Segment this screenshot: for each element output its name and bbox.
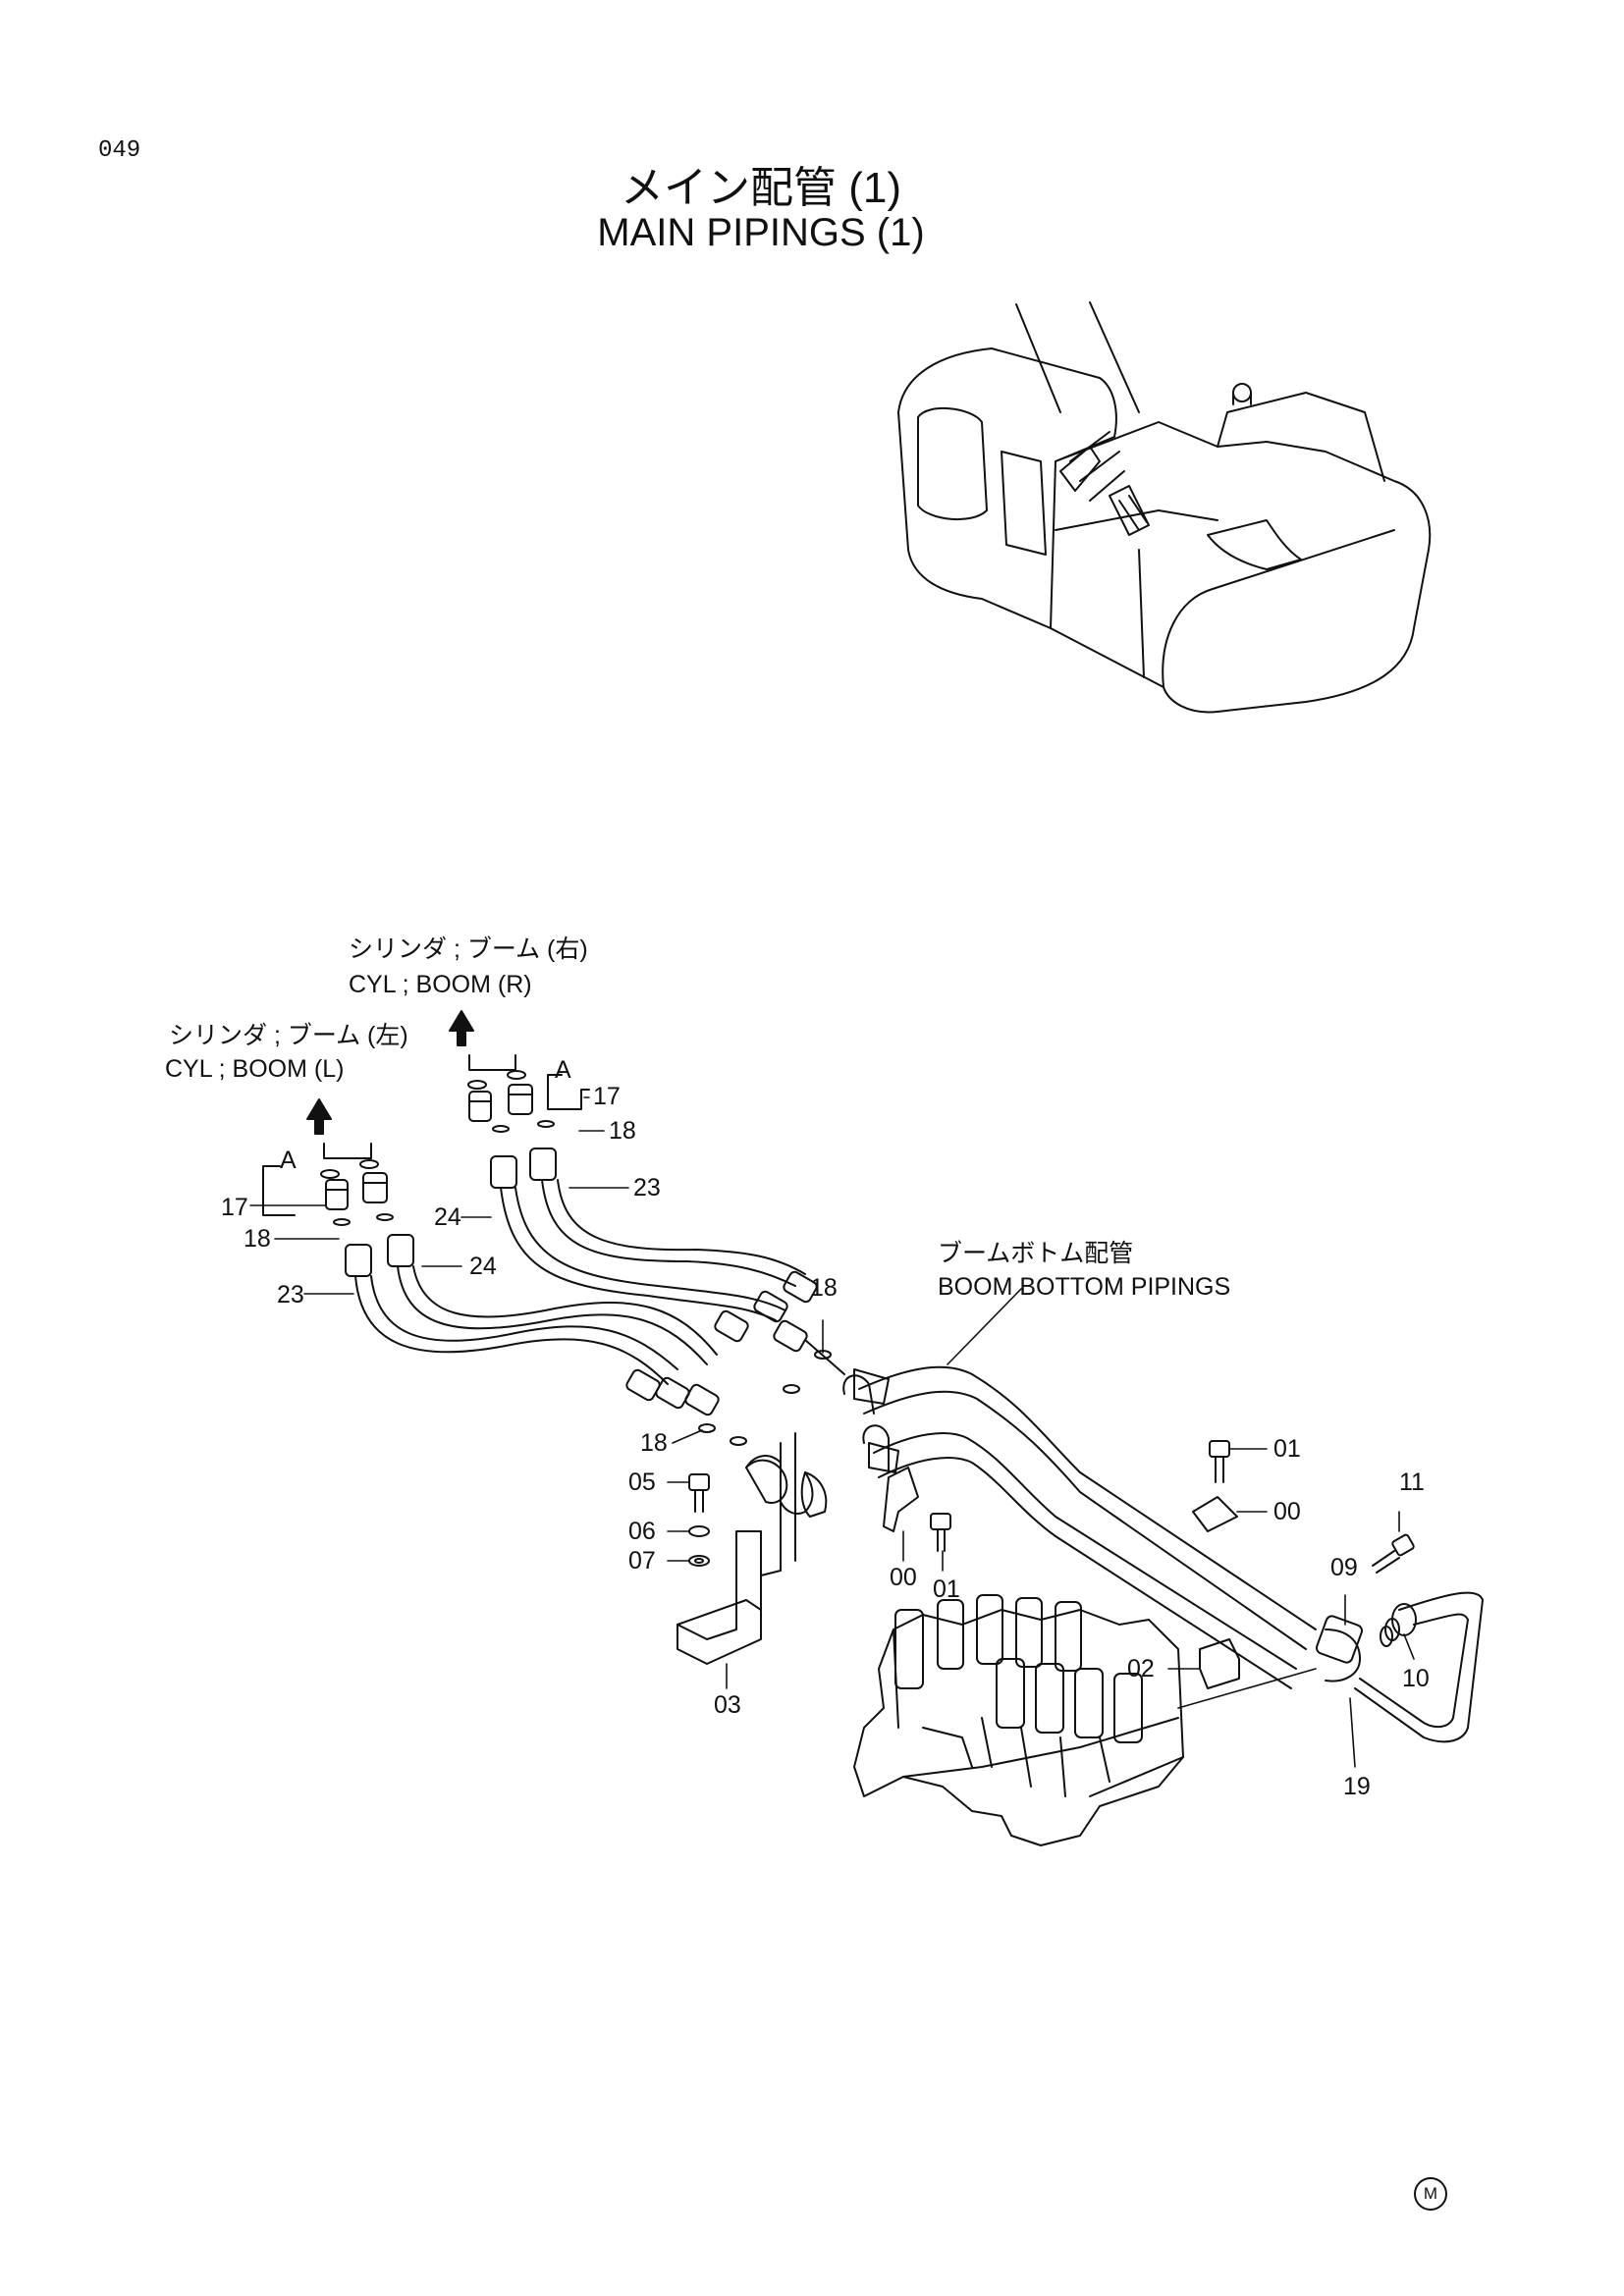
label-boom-r-en: CYL ; BOOM (R) [349,971,532,998]
excavator-overview [897,301,1432,714]
callout-19: 19 [1343,1773,1371,1800]
callout-09: 09 [1330,1554,1358,1581]
hoses [354,1179,818,1416]
control-valve [853,1594,1184,1846]
callout-18-right: 18 [609,1117,636,1145]
callout-24-left: 24 [469,1253,497,1280]
callout-24-right: 24 [434,1203,461,1231]
label-boom-bottom-jp: ブームボトム配管 [938,1240,1134,1267]
callout-18-top: 18 [810,1274,838,1302]
callout-06: 06 [628,1518,656,1545]
callout-18-left: 18 [244,1225,271,1253]
callout-01-left: 01 [933,1575,960,1603]
title-english: MAIN PIPINGS (1) [597,211,925,254]
o-ring-10 [1384,1618,1400,1641]
arrow-boom-r [449,1010,474,1046]
arrow-boom-l [306,1098,332,1135]
label-boom-l-en: CYL ; BOOM (L) [165,1055,345,1083]
callout-03: 03 [714,1691,741,1719]
o-rings-18 [698,1339,845,1446]
callout-11: 11 [1399,1468,1425,1496]
m-mark: M [1414,2177,1447,2211]
washer-07 [688,1555,710,1567]
clamp-00-left [883,1467,919,1532]
callout-17-right: 17 [593,1083,621,1110]
callout-a-right: A [555,1056,571,1084]
callout-00-left: 00 [890,1564,917,1591]
callout-02: 02 [1127,1655,1155,1682]
title-japanese: メイン配管 (1) [621,164,901,212]
block-02 [1199,1638,1240,1689]
callout-18-lower: 18 [640,1429,668,1457]
callout-07: 07 [628,1547,656,1575]
callout-23-left: 23 [277,1281,304,1308]
elbow-fittings [745,1368,899,1518]
bolt-01-right [1209,1440,1230,1483]
callout-01-right: 01 [1273,1435,1301,1463]
label-boom-bottom-en: BOOM BOTTOM PIPINGS [938,1273,1231,1301]
bolt-05 [688,1473,710,1513]
fittings-boom-r [467,1070,557,1189]
callout-17-left: 17 [221,1194,248,1221]
page-number: 049 [98,137,141,164]
clamp-00-right [1192,1496,1238,1532]
fittings-boom-l [320,1159,414,1277]
label-boom-r-jp: シリンダ ; ブーム (右) [349,935,588,963]
bolt-01-left [930,1513,951,1552]
callout-a-left: A [280,1147,297,1174]
leader-lines [249,1096,1415,1768]
washer-06 [688,1525,710,1537]
bolt-11 [1372,1533,1415,1574]
callout-05: 05 [628,1468,656,1496]
callout-10: 10 [1402,1665,1430,1692]
bracket-03 [677,1432,796,1665]
label-boom-l-jp: シリンダ ; ブーム (左) [169,1022,408,1049]
callout-23-right: 23 [633,1174,661,1201]
callout-00-right: 00 [1273,1498,1301,1525]
